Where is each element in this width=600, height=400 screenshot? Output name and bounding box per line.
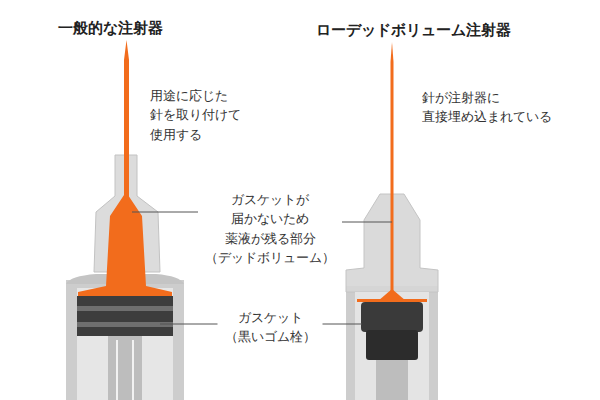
leader-line — [160, 324, 218, 325]
plunger-rib — [132, 340, 134, 400]
plunger — [376, 360, 408, 400]
heading: 一般的な注射器 — [58, 17, 163, 40]
heading: ローデッドボリューム注射器 — [316, 19, 511, 42]
gasket — [77, 296, 173, 336]
barrel-inner — [355, 292, 429, 400]
needle — [391, 42, 394, 300]
note-text: 針が注射器に 直接埋め込まれている — [422, 88, 552, 127]
barrel-inner — [77, 288, 173, 400]
leader-line — [342, 222, 392, 223]
plunger-rib — [116, 340, 118, 400]
leader-lines — [132, 212, 392, 324]
barrel — [66, 280, 184, 400]
leader-line — [132, 212, 198, 213]
needle — [124, 40, 129, 200]
plunger — [108, 336, 142, 400]
gasket — [361, 302, 423, 332]
gasket-band — [77, 306, 173, 311]
barrel — [346, 286, 438, 400]
callout-text: ガスケット （黒いゴム栓） — [225, 308, 316, 347]
dead-volume-liquid — [78, 192, 172, 296]
gasket-band — [77, 322, 173, 327]
callout-text: ガスケットが 届かないため 薬液が残る部分 （デッドボリューム） — [205, 190, 335, 268]
gasket — [366, 330, 418, 360]
note-text: 用途に応じた 針を取り付けて 使用する — [150, 86, 241, 144]
leader-line — [323, 324, 363, 325]
